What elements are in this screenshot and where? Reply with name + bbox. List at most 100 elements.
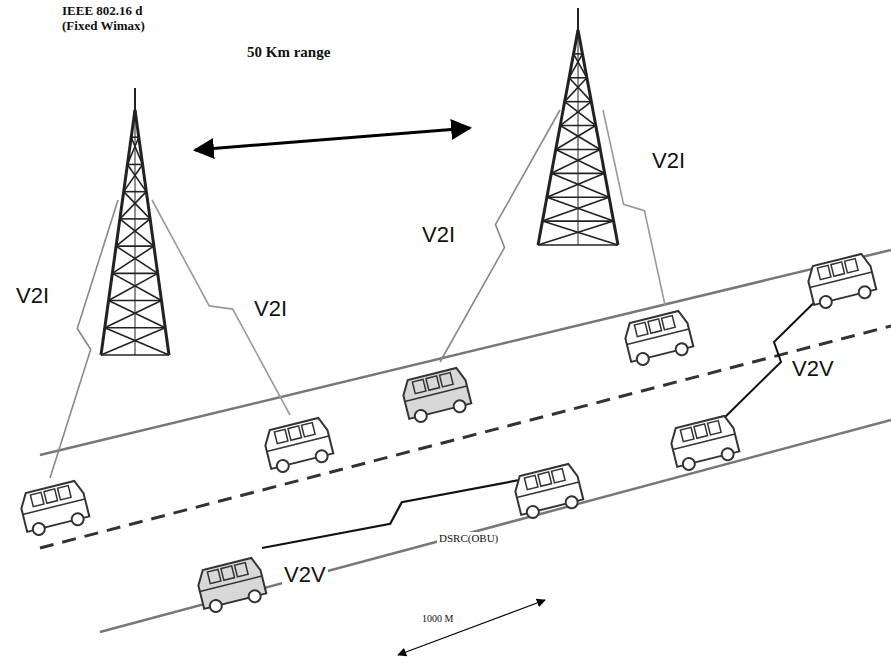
vehicle-wheel xyxy=(452,399,467,414)
standard-label: IEEE 802.16 d (Fixed Wimax) xyxy=(60,4,164,34)
vehicle-wheel xyxy=(720,447,735,462)
vehicle-wheel xyxy=(526,505,541,520)
tower-strut xyxy=(124,164,143,191)
vehicle-window xyxy=(440,373,454,387)
tower-strut xyxy=(116,219,150,246)
tower-strut xyxy=(577,8,579,30)
v2v-link xyxy=(262,478,530,548)
tower-strut xyxy=(560,126,600,150)
vehicle xyxy=(805,253,878,311)
vehicle-window xyxy=(845,259,859,273)
tower-strut xyxy=(551,173,609,197)
v2i-link xyxy=(50,200,118,478)
vehicle xyxy=(512,463,585,521)
tower-strut xyxy=(105,301,162,328)
vehicle xyxy=(622,310,695,368)
tower-strut xyxy=(547,173,605,197)
vehicle-wheel xyxy=(32,522,47,537)
vehicle-line xyxy=(23,499,85,514)
vehicle-wheel xyxy=(857,285,872,300)
tower-strut xyxy=(112,246,154,273)
range-arrow xyxy=(195,128,470,150)
vehicle-body xyxy=(512,463,583,515)
range-label: 50 Km range xyxy=(245,44,332,61)
vehicle-body xyxy=(262,417,333,469)
vehicle-window xyxy=(58,486,72,500)
vehicle xyxy=(18,480,91,538)
tower-strut xyxy=(134,88,136,110)
vehicle-window xyxy=(680,427,694,441)
vehicle-wheel xyxy=(819,295,834,310)
vehicle xyxy=(195,557,268,615)
vehicle-window xyxy=(538,472,552,486)
tower-strut xyxy=(578,30,618,245)
vehicle-window xyxy=(694,424,708,438)
vehicle xyxy=(400,367,473,425)
tower-strut xyxy=(135,115,136,355)
vehicle-window xyxy=(708,421,722,435)
vehicle-wheel xyxy=(682,457,697,472)
tower-strut xyxy=(112,273,161,300)
tower-strut xyxy=(547,197,614,221)
vehicle-wheel xyxy=(414,409,429,424)
vehicle-body xyxy=(805,253,876,305)
link-label: V2I xyxy=(252,296,289,321)
vehicle-wheel xyxy=(674,342,689,357)
vehicle-line xyxy=(267,436,329,451)
device-label: DSRC(OBU) xyxy=(437,532,500,545)
vehicle-line xyxy=(627,329,689,344)
tower-strut xyxy=(101,328,165,355)
vehicle-body xyxy=(622,310,693,362)
vehicle-wheel xyxy=(314,449,329,464)
vehicle-window xyxy=(302,423,316,437)
vehicle-window xyxy=(662,316,676,330)
link-label: V2I xyxy=(650,148,687,173)
v2i-link xyxy=(440,110,560,362)
tower-strut xyxy=(120,192,146,219)
vehicle xyxy=(262,417,335,475)
link-label: V2I xyxy=(420,222,457,247)
vehicle-window xyxy=(426,376,440,390)
vehicle-wheel xyxy=(247,589,262,604)
distance-label: 1000 M xyxy=(420,613,455,625)
vehicle-body xyxy=(400,367,471,419)
vehicle-window xyxy=(648,319,662,333)
vehicle xyxy=(668,415,741,473)
tower-strut xyxy=(105,328,169,355)
tower-strut xyxy=(569,78,591,102)
tower-strut xyxy=(135,110,169,355)
tower-strut xyxy=(578,35,579,245)
vehicle-window xyxy=(831,262,845,276)
vehicle-wheel xyxy=(636,352,651,367)
tower-strut xyxy=(127,164,146,191)
vehicle-line xyxy=(517,482,579,497)
tower-strut xyxy=(542,221,618,245)
vehicle-wheel xyxy=(276,459,291,474)
vehicle-line xyxy=(810,272,872,287)
tower-strut xyxy=(124,192,150,219)
tower-strut xyxy=(538,221,614,245)
tower-strut xyxy=(127,137,138,164)
link-label: V2V xyxy=(282,562,328,587)
tower-strut xyxy=(542,197,609,221)
vehicle-window xyxy=(412,379,426,393)
lane-divider xyxy=(40,326,891,548)
tower-strut xyxy=(109,301,166,328)
vehicle-body xyxy=(18,480,89,532)
link-label: V2V xyxy=(790,356,836,381)
v2i-link xyxy=(152,200,290,415)
vehicle-window xyxy=(221,566,235,580)
tower-strut xyxy=(101,110,135,355)
tower-strut xyxy=(551,149,600,173)
tower-strut xyxy=(569,54,582,78)
vehicle-body xyxy=(195,557,266,609)
vehicle-wheel xyxy=(209,599,224,614)
tower-strut xyxy=(556,126,596,150)
tower-strut xyxy=(120,219,154,246)
vehicle-line xyxy=(405,386,467,401)
vehicle-window xyxy=(207,569,221,583)
vehicle-window xyxy=(44,489,58,503)
tower-strut xyxy=(565,78,587,102)
vehicle-wheel xyxy=(564,495,579,510)
